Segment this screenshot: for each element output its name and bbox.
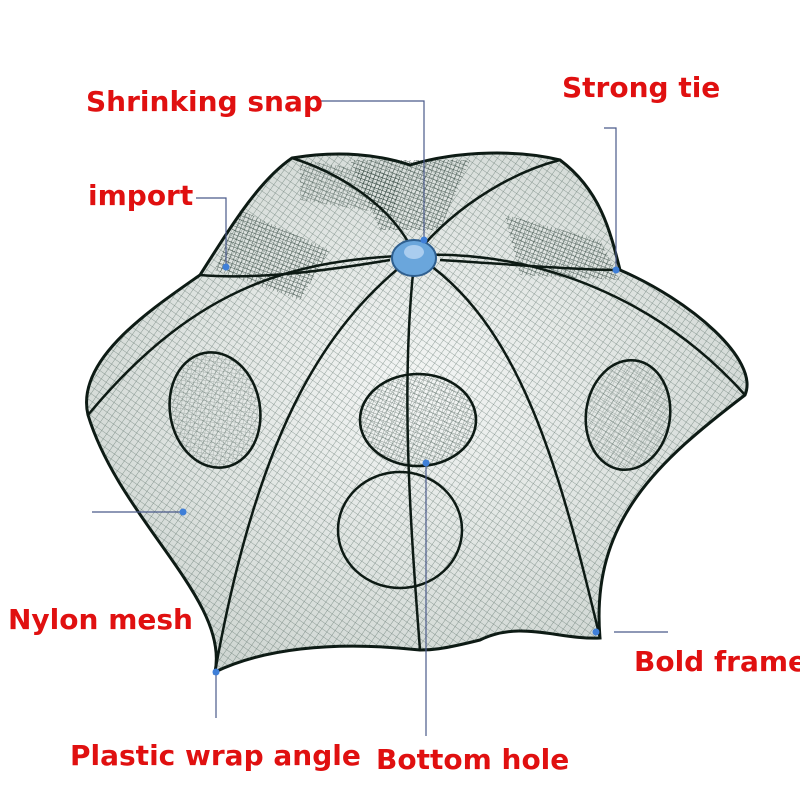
label-plastic-wrap-angle: Plastic wrap angle xyxy=(70,739,361,772)
label-bottom-hole: Bottom hole xyxy=(376,743,570,776)
frame-ribs xyxy=(87,156,746,673)
leader-lines xyxy=(92,100,668,736)
shrinking-snap-hub xyxy=(391,239,437,277)
marker-dots xyxy=(179,236,620,676)
top-funnel-left xyxy=(215,210,330,300)
label-nylon-mesh: Nylon mesh xyxy=(8,603,193,636)
label-strong-tie: Strong tie xyxy=(562,71,721,104)
top-funnel-right xyxy=(505,215,620,280)
entrance-rings xyxy=(168,351,672,590)
top-funnel-back xyxy=(300,160,400,215)
label-shrinking-snap: Shrinking snap xyxy=(86,85,323,118)
bottom-hole-ring xyxy=(336,470,464,590)
label-bold-frame: Bold frame xyxy=(634,645,800,678)
label-import: import xyxy=(88,179,194,212)
